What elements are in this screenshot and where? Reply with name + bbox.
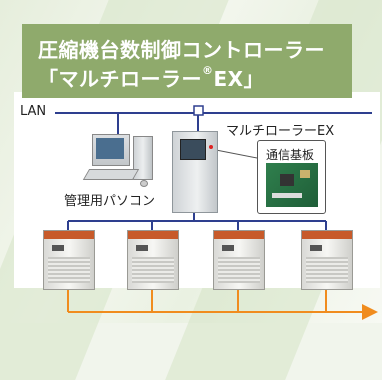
compressor-top bbox=[214, 231, 264, 239]
compressor-top bbox=[302, 231, 352, 239]
compressor-grill bbox=[48, 257, 90, 283]
controller-label: マルチローラーEX bbox=[226, 124, 335, 139]
lan-junction bbox=[193, 105, 204, 116]
registered-mark: ® bbox=[202, 64, 214, 77]
board-chip bbox=[300, 170, 310, 178]
air-compressor-icon bbox=[301, 230, 353, 290]
compressor-panel bbox=[222, 245, 234, 251]
pc-mouse bbox=[140, 180, 148, 187]
controller-led bbox=[209, 145, 213, 149]
controller-screen bbox=[180, 139, 206, 160]
air-compressor-icon bbox=[43, 230, 95, 290]
compressor-grill bbox=[218, 257, 260, 283]
board-callout-line bbox=[215, 149, 258, 159]
lan-label: LAN bbox=[20, 104, 47, 119]
air-compressor-icon bbox=[213, 230, 265, 290]
title-line-2-suffix: EX」 bbox=[213, 67, 265, 91]
compressor-panel bbox=[52, 245, 64, 251]
pc-screen bbox=[96, 138, 124, 159]
pc-keyboard bbox=[82, 169, 140, 180]
compressor-top bbox=[44, 231, 94, 239]
compressor-panel bbox=[136, 245, 148, 251]
compressor-panel bbox=[310, 245, 322, 251]
compressor-grill bbox=[306, 257, 348, 283]
compressor-top bbox=[128, 231, 178, 239]
board-label: 通信基板 bbox=[266, 148, 315, 162]
title-line-2: 「マルチローラー®EX」 bbox=[38, 63, 264, 92]
board-chip bbox=[280, 174, 294, 186]
pc-label: 管理用パソコン bbox=[64, 194, 156, 209]
title-line-2-text: 「マルチローラー bbox=[38, 67, 202, 91]
compressor-grill bbox=[132, 257, 174, 283]
network-diagram bbox=[55, 105, 378, 320]
board-connector bbox=[272, 193, 302, 198]
title-line-1: 圧縮機台数制御コントローラー bbox=[38, 38, 325, 62]
air-compressor-icon bbox=[127, 230, 179, 290]
title-box: 圧縮機台数制御コントローラー 「マルチローラー®EX」 bbox=[22, 24, 352, 98]
